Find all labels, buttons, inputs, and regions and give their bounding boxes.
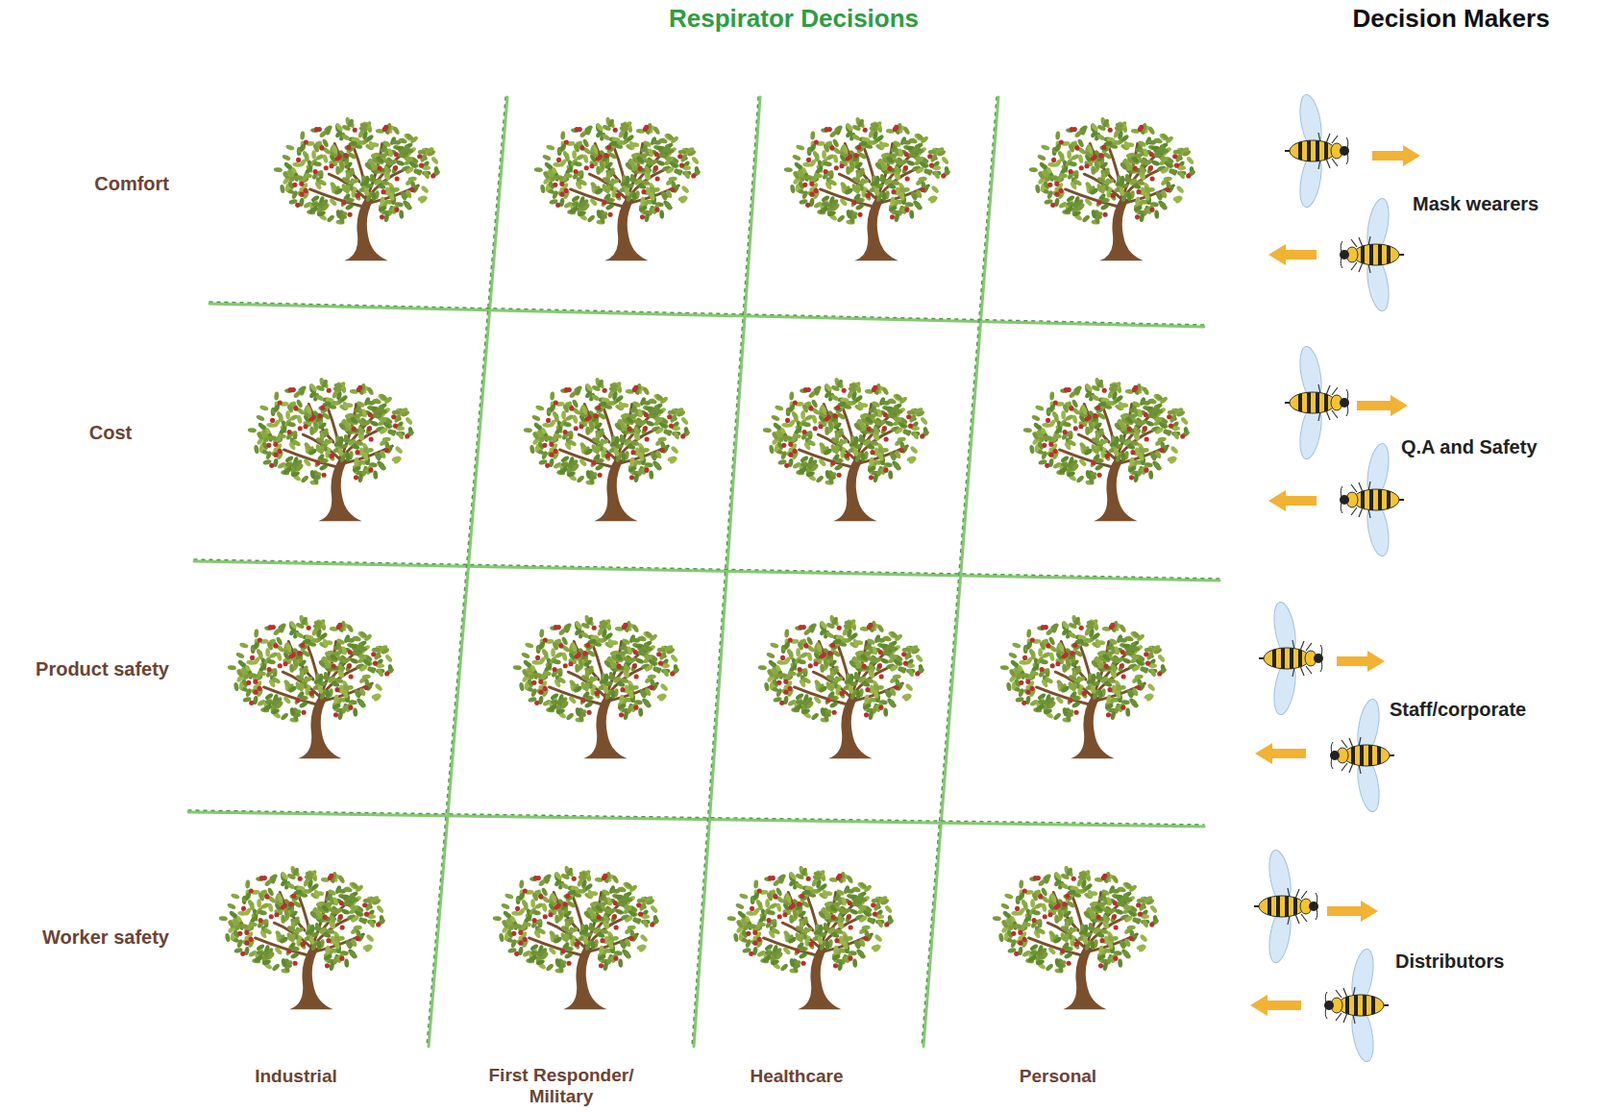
tree [763,376,931,521]
bee [1324,947,1389,1064]
tree [1023,376,1191,521]
bee [1258,600,1324,717]
decision-maker-label: Mask wearers [1412,193,1539,216]
column-heading: Decision Makers [1352,4,1550,34]
row-label: Worker safety [42,926,170,949]
row-label: Product safety [35,658,170,681]
tree-grid [219,116,1197,1010]
row-label: Cost [89,421,132,444]
diagram-title: Respirator Decisions [668,4,919,34]
tree [227,614,395,759]
bee [1284,344,1350,462]
bee [1339,196,1404,314]
tree [1000,614,1168,759]
row-label: Comfort [94,172,170,196]
column-label: First Responder/ Military [465,1064,658,1108]
decision-maker-label: Q.A and Safety [1401,436,1538,459]
tree [534,116,702,261]
bees [1254,93,1404,1064]
grass-dividers [188,97,1220,1047]
column-label: Healthcare [749,1065,843,1087]
decision-maker-label: Distributors [1395,950,1504,973]
tree [1029,116,1197,261]
tree [758,614,926,759]
tree [523,376,691,521]
tree [273,116,442,261]
column-label: Industrial [254,1065,338,1087]
tree [492,864,661,1010]
tree [513,614,681,759]
bee [1254,848,1319,965]
bee [1339,442,1404,559]
decision-maker-label: Staff/corporate [1389,698,1527,721]
tree [247,376,416,521]
bee [1329,697,1395,814]
tree [727,864,895,1010]
tree [219,864,387,1010]
tree [784,116,952,261]
bee [1284,93,1350,210]
direction-arrows [1250,145,1421,1016]
column-label: Personal [1019,1065,1097,1087]
tree [992,864,1160,1010]
